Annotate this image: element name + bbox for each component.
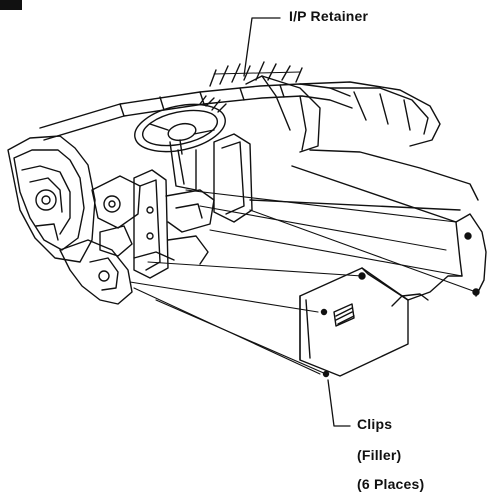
label-ip-retainer: I/P Retainer xyxy=(289,8,369,24)
leader-lines xyxy=(243,17,351,427)
label-clips: Clips xyxy=(357,416,393,432)
label-six-places: (6 Places) xyxy=(357,476,425,492)
dash-frame xyxy=(7,61,479,305)
ip-retainer-panel xyxy=(133,165,487,378)
label-filler: (Filler) xyxy=(357,447,402,463)
alignment-lines xyxy=(129,189,477,375)
steering-wheel xyxy=(134,95,227,191)
figure-corner-mark xyxy=(0,0,22,10)
